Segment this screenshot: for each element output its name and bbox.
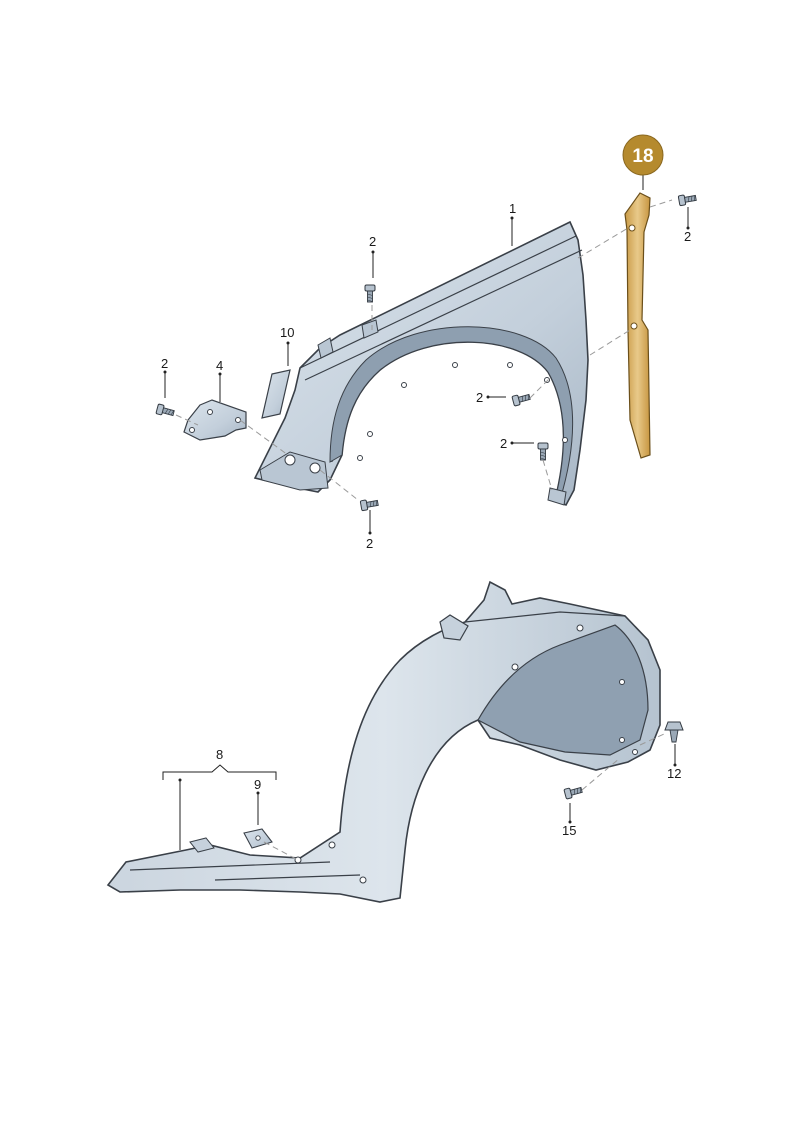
callout-bolt-strip-top: 2 bbox=[684, 229, 691, 244]
expanding-rivet bbox=[664, 721, 684, 743]
alignment-lines bbox=[175, 199, 673, 861]
bracket-part bbox=[183, 399, 247, 441]
callout-bracket: 4 bbox=[216, 358, 223, 373]
clip-nut bbox=[243, 828, 273, 849]
callout-bolt-fender-top: 2 bbox=[369, 234, 376, 249]
bolt-fender-top bbox=[364, 284, 376, 303]
leader-lines bbox=[162, 172, 690, 850]
callout-bolt-fender-bottom: 2 bbox=[366, 536, 373, 551]
bolt-strip-top bbox=[677, 192, 698, 207]
screw-liner bbox=[563, 784, 584, 800]
bolt-bracket-left bbox=[155, 403, 176, 419]
sealing-strip-highlighted bbox=[624, 192, 651, 459]
callout-fender: 1 bbox=[509, 201, 516, 216]
callout-bolt-arch-upper: 2 bbox=[476, 390, 483, 405]
bolt-fender-bottom bbox=[359, 497, 380, 512]
callout-screw: 15 bbox=[562, 823, 576, 838]
highlight-badge-label: 18 bbox=[632, 146, 653, 167]
callout-pad: 10 bbox=[280, 325, 294, 340]
fender-panel bbox=[253, 220, 589, 507]
bolt-arch-lower bbox=[537, 442, 549, 461]
callout-bolt-arch-lower: 2 bbox=[500, 436, 507, 451]
callout-liner: 8 bbox=[216, 747, 223, 762]
highlight-badge: 18 bbox=[622, 134, 664, 176]
bolt-arch-upper bbox=[511, 391, 532, 407]
callout-bolt-bracket-left: 2 bbox=[161, 356, 168, 371]
callout-clip-nut: 9 bbox=[254, 777, 261, 792]
wheel-arch-liner bbox=[106, 580, 661, 903]
callout-expanding-rivet: 12 bbox=[667, 766, 681, 781]
pad-part bbox=[261, 369, 291, 419]
